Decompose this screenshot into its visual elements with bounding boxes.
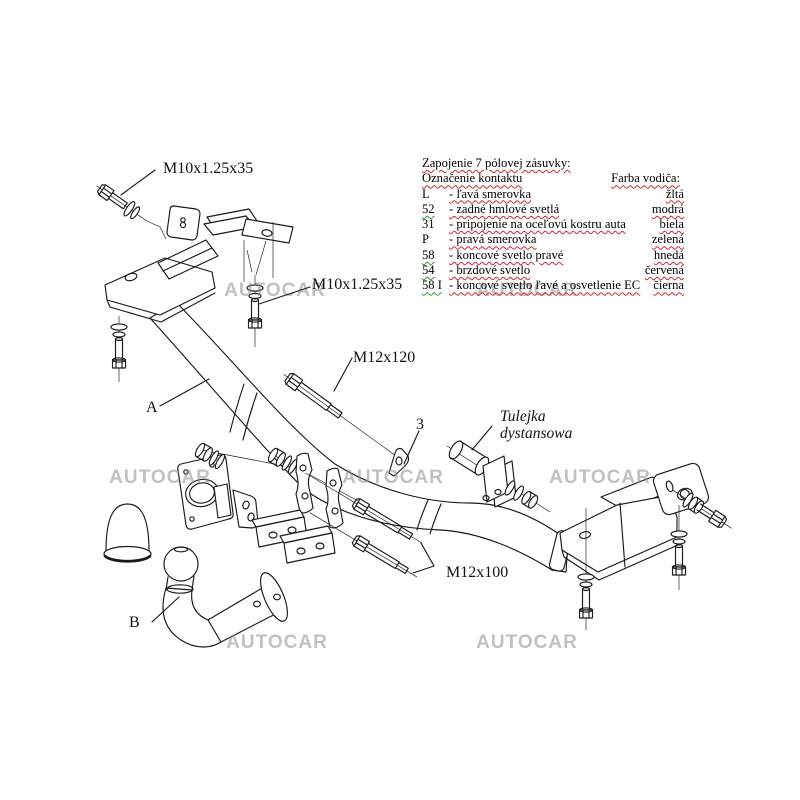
bolt-stack-right-1	[671, 505, 687, 590]
label-part-a: A	[146, 399, 158, 416]
contact-desc: - koncové svetlo ľavé a osvetlenie EC	[449, 278, 641, 293]
contact-desc: - ľavá smerovka	[449, 186, 532, 201]
wire-color: žltá	[665, 186, 684, 201]
watermark-text: AUTOCAR	[342, 467, 444, 488]
callout-labels: M10x1.25x35 M10x1.25x35 M12x120 3 Tulejk…	[121, 160, 573, 631]
label-spacer-line2: dystansowa	[500, 425, 573, 442]
bolt-stack-m10-center	[247, 250, 263, 347]
label-spacer-line1: Tulejka	[500, 408, 546, 425]
contact-code: 52	[422, 201, 435, 216]
wire-color: čierna	[653, 278, 684, 293]
label-m12x120: M12x120	[353, 349, 415, 366]
table-row: L - ľavá smerovka žltá	[422, 187, 690, 202]
label-part-b: B	[129, 614, 140, 631]
col-header-contact: Označenie kontaktu	[422, 171, 523, 186]
contact-code: 54	[422, 263, 435, 278]
watermark-text: AUTOCAR	[226, 632, 328, 653]
table-row: 31 - pripojenie na oceľovú kostru auta b…	[422, 217, 690, 232]
label-item-3: 3	[416, 416, 424, 433]
bolt-m10-right-side	[669, 483, 736, 535]
bolts-m12x100	[302, 468, 425, 582]
wire-color: modrá	[651, 201, 684, 216]
contact-desc: - pravá smerovka	[449, 232, 537, 247]
wiring-table-header: Označenie kontaktu Farba vodiča:	[422, 171, 690, 186]
wire-color: červená	[644, 263, 684, 278]
contact-code: 58	[422, 247, 435, 262]
contact-desc: - koncové svetlo pravé	[449, 247, 564, 262]
wire-color: hnedá	[653, 247, 684, 262]
contact-code: 31	[422, 217, 435, 232]
label-m12x100: M12x100	[446, 564, 508, 581]
bolt-m12x120	[280, 369, 404, 464]
ball-mount-plates	[296, 453, 343, 528]
watermark-text: AUTOCAR	[549, 467, 651, 488]
contact-code: 58 I	[422, 278, 442, 293]
socket-plate-bracket	[178, 455, 258, 529]
autocar-watermarks: AUTOCAR AUTOCAR AUTOCAR AUTOCAR AUTOCAR …	[109, 280, 651, 653]
watermark-text: AUTOCAR	[224, 280, 326, 301]
contact-desc: - pripojenie na oceľovú kostru auta	[449, 217, 626, 232]
table-row: P - pravá smerovka zelená	[422, 232, 690, 247]
wiring-table-title: Zapojenie 7 pólovej zásuvky:	[422, 156, 571, 170]
wire-color: zelená	[651, 232, 684, 247]
label-m10-top-left: M10x1.25x35	[163, 160, 253, 177]
wire-color: biela	[659, 217, 684, 232]
bolt-stack-right-2	[578, 508, 594, 630]
vehicle-bracket-right	[560, 462, 736, 630]
table-row: 52 - zadné hmlové svetlá modrá	[422, 202, 690, 217]
bolt-m10-top-left	[92, 179, 166, 239]
spacer-blocks	[252, 510, 335, 563]
contact-desc: - brzdové svetlo	[449, 263, 531, 278]
contact-desc: - zadné hmlové svetlá	[449, 201, 560, 216]
watermark-text: AUTOCAR	[476, 632, 578, 653]
wiring-table: Zapojenie 7 pólovej zásuvky: Označenie k…	[422, 156, 690, 294]
contact-code: L	[422, 186, 430, 201]
table-row: 54 - brzdové svetlo červená	[422, 263, 690, 278]
towball-swan-neck	[163, 547, 293, 647]
vehicle-bracket-left	[105, 206, 293, 322]
watermark-text: AUTOCAR	[476, 280, 578, 301]
bolt-stack-left-foot	[111, 316, 127, 382]
contact-code: P	[422, 232, 430, 247]
col-header-wire-color: Farba vodiča:	[611, 171, 680, 186]
table-row: 58 - koncové svetlo pravé hnedá	[422, 248, 690, 263]
watermark-text: AUTOCAR	[109, 467, 211, 488]
towball-cover	[104, 504, 151, 562]
label-m10-center: M10x1.25x35	[312, 276, 402, 293]
table-row: 58 I - koncové svetlo ľavé a osvetlenie …	[422, 278, 690, 293]
spacer-sleeve-group	[447, 439, 550, 512]
nut-washer-row-right	[266, 447, 360, 502]
